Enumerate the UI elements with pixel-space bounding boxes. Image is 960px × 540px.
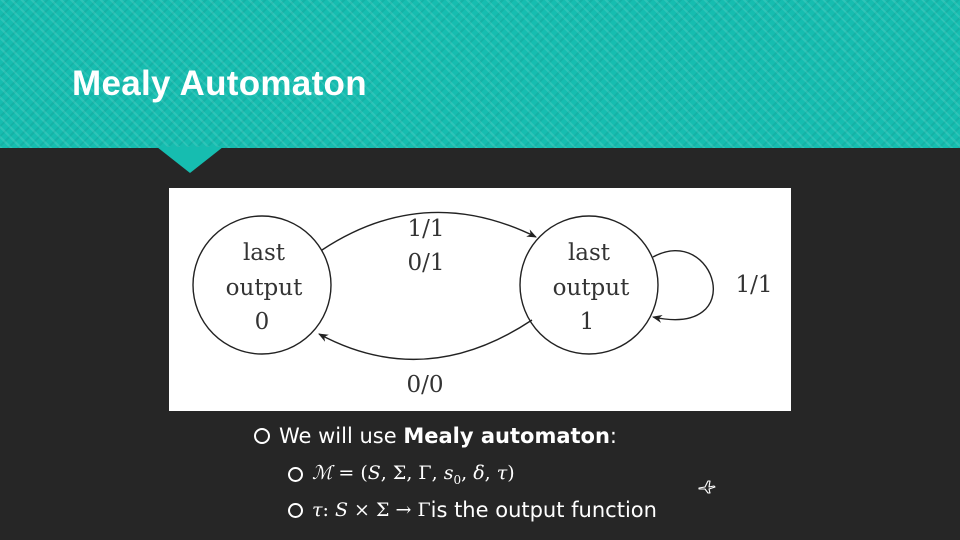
formula-open: ( — [360, 462, 368, 484]
bullet-ring-icon — [288, 466, 303, 482]
bullet-main-bold: Mealy automaton — [403, 424, 610, 448]
bullet-ring-icon — [288, 502, 303, 518]
bullet-main-text: We will use Mealy automaton: — [279, 424, 617, 448]
state-s0-line3: 0 — [255, 309, 270, 335]
bullet-main-prefix: We will use — [279, 424, 404, 448]
formula-s0: s — [443, 462, 454, 484]
formula-tau-lhs: τ — [312, 499, 323, 521]
formula-s-set: S — [334, 499, 348, 521]
bullet-sub2-formula: τ: S × Σ → Γ — [312, 499, 431, 521]
formula-sigma: Σ — [392, 462, 407, 484]
formula-gamma-set: Γ — [417, 499, 431, 521]
bullet-ring-icon — [254, 428, 270, 444]
formula-sigma-set: Σ — [376, 499, 390, 521]
formula-delta: δ — [473, 462, 485, 484]
formula-colon: : — [322, 499, 335, 521]
formula-tau: τ — [496, 462, 508, 484]
formula-arrow: → — [389, 499, 418, 521]
state-s1-line3: 1 — [580, 309, 595, 335]
state-s0-line2: output — [226, 275, 303, 301]
formula-m: ℳ — [312, 462, 333, 484]
bullet-main: We will use Mealy automaton: — [254, 424, 617, 448]
transition-s0-s1-label2: 0/1 — [407, 250, 444, 276]
formula-times: × — [348, 499, 376, 521]
formula-close: ) — [507, 462, 515, 484]
transition-s1-self-label: 1/1 — [735, 272, 772, 298]
formula-s0-subscript: 0 — [453, 472, 462, 487]
formula-eq: = — [332, 462, 361, 484]
transition-s0-s1-label1: 1/1 — [407, 216, 444, 242]
transition-s0-s1 — [321, 211, 537, 251]
automaton-diagram: last output 0 last output 1 1/1 0/1 0/0 … — [169, 188, 791, 411]
state-s1-circle — [519, 215, 659, 355]
header-band — [0, 0, 960, 148]
header-notch — [157, 147, 223, 173]
automaton-svg: last output 0 last output 1 1/1 0/1 0/0 … — [192, 211, 773, 398]
formula-gamma: Γ — [418, 462, 432, 484]
bullet-sub2-text: is the output function — [430, 498, 657, 522]
state-s0-circle — [192, 215, 332, 355]
transition-s1-self — [652, 250, 715, 323]
bullet-sub1: ℳ = (S, Σ, Γ, s0, δ, τ) — [288, 462, 515, 487]
transition-s1-s0 — [318, 319, 533, 361]
state-s1-line1: last — [568, 240, 611, 266]
airplane-icon — [698, 480, 716, 494]
formula-s: S — [367, 462, 381, 484]
state-s0-line1: last — [243, 240, 286, 266]
state-s1-line2: output — [553, 275, 630, 301]
slide-title: Mealy Automaton — [72, 64, 367, 103]
bullet-sub1-formula: ℳ = (S, Σ, Γ, s0, δ, τ) — [312, 462, 515, 487]
bullet-main-suffix: : — [609, 424, 617, 448]
bullet-sub2: τ: S × Σ → Γ is the output function — [288, 498, 657, 522]
transition-s1-s0-label: 0/0 — [406, 372, 443, 398]
